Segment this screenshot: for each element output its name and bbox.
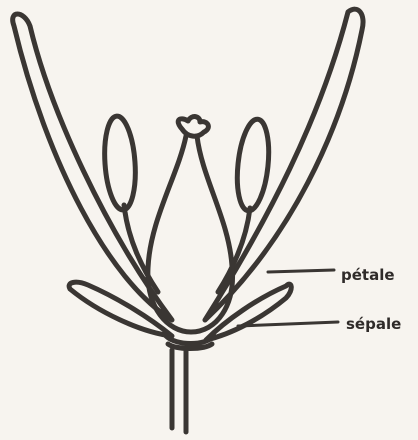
stigma [178, 117, 208, 137]
petale-label: pétale [341, 268, 395, 283]
right-anther [233, 118, 272, 213]
left-anther [102, 115, 138, 211]
stem [172, 350, 186, 432]
sepale-label: sépale [346, 317, 401, 332]
petale-leader-line [268, 270, 334, 272]
